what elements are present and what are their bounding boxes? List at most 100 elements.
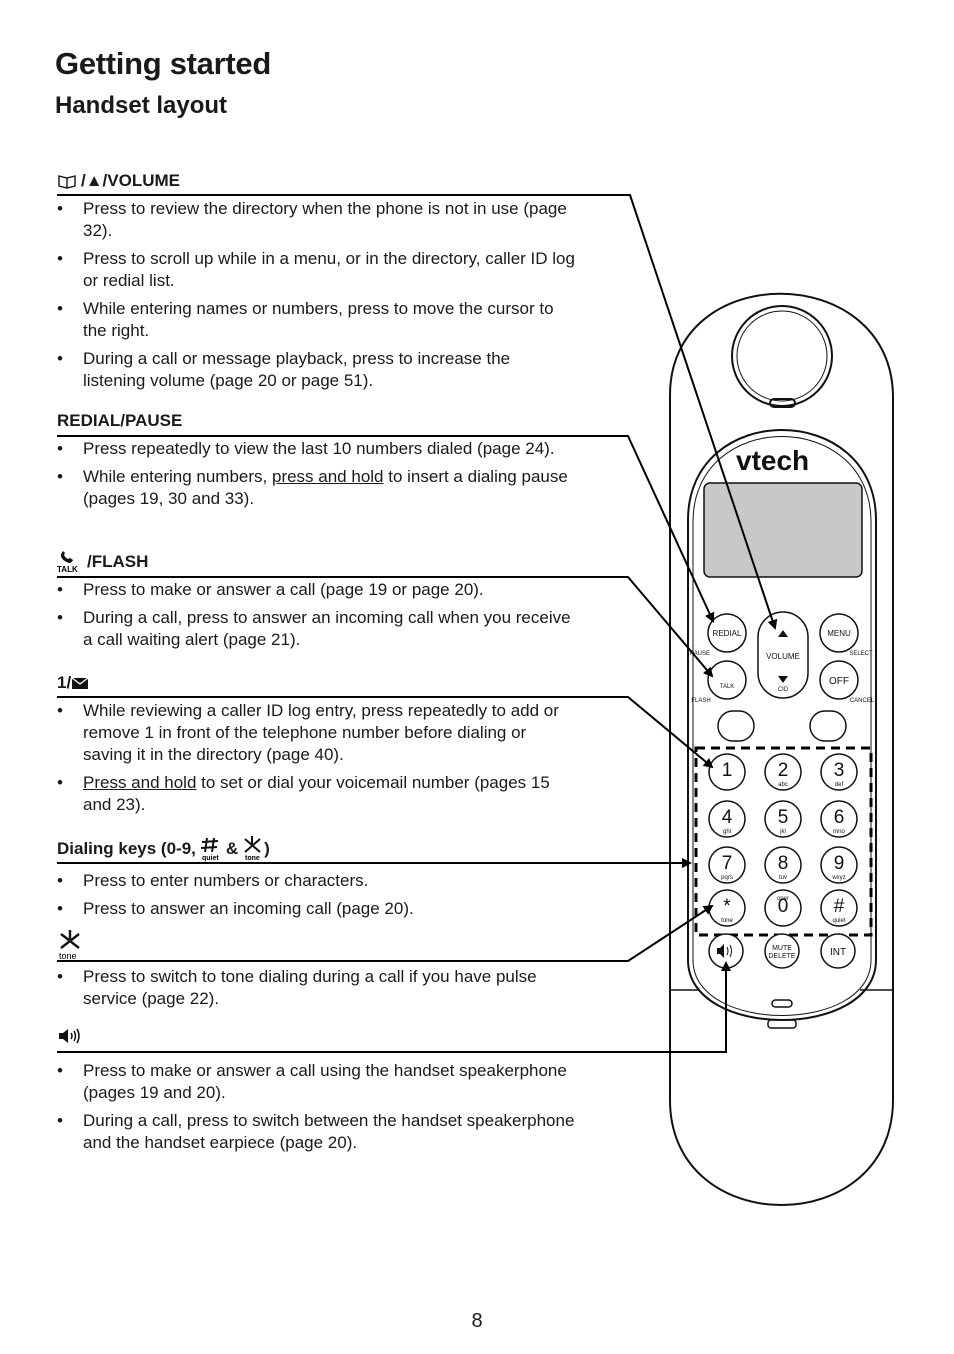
- key-8-letters: tuv: [779, 875, 787, 881]
- up-arrow-icon: [778, 630, 788, 637]
- list-item: During a call, press to switch between t…: [57, 1110, 577, 1154]
- callout-redial: [57, 435, 715, 623]
- talk-key-label: TALK: [720, 684, 735, 690]
- clip-notch: [767, 1019, 797, 1029]
- select-label: SELECT: [849, 651, 873, 657]
- callout-lines: [57, 194, 778, 1053]
- section-flash: TALK /FLASH Press to make or answer a ca…: [57, 551, 577, 657]
- key-pound-letters: quiet: [832, 918, 845, 924]
- key-5-button[interactable]: [764, 800, 802, 838]
- key-7-button[interactable]: [708, 846, 746, 884]
- key-6-letters: mno: [833, 829, 845, 835]
- page-subtitle: Handset layout: [55, 92, 228, 119]
- list-item: Press to make or answer a call using the…: [57, 1060, 577, 1104]
- list-item: Press to make or answer a call (page 19 …: [57, 579, 577, 601]
- cid-key-label: CID: [778, 687, 789, 693]
- callout-talk: [57, 576, 714, 678]
- section-volume-heading-text: /▲/VOLUME: [81, 171, 180, 190]
- down-arrow-icon: [778, 676, 788, 683]
- dial-keys-highlight: [694, 746, 873, 937]
- off-key-label: OFF: [829, 676, 849, 687]
- page-title: Getting started: [55, 46, 271, 81]
- underlined-text: press and hold: [271, 467, 384, 486]
- brand-logo: vtech: [736, 445, 809, 476]
- section-flash-heading: TALK /FLASH: [57, 551, 577, 573]
- list-item: While reviewing a caller ID log entry, p…: [57, 700, 577, 766]
- key-pound-button[interactable]: [820, 889, 858, 927]
- speaker-button[interactable]: [708, 933, 744, 969]
- section-volume: /▲/VOLUME Press to review the directory …: [57, 170, 577, 398]
- key-4-letters: ghi: [723, 829, 731, 835]
- section-voicemail-heading: 1/: [57, 672, 577, 694]
- key-0-button[interactable]: [764, 889, 802, 927]
- section-voicemail-heading-text: 1/: [57, 673, 72, 692]
- talk-button[interactable]: [707, 660, 747, 700]
- cancel-label: CANCEL: [850, 698, 875, 704]
- list-item: While entering names or numbers, press t…: [57, 298, 577, 342]
- dialing-heading-close: ): [264, 839, 270, 858]
- key-3-button[interactable]: [820, 753, 858, 791]
- section-voicemail: 1/ While reviewing a caller ID log entry…: [57, 672, 577, 822]
- key-3-digit: 3: [834, 760, 845, 781]
- section-speaker: Press to make or answer a call using the…: [57, 1026, 577, 1160]
- text-run: to insert a dialing pause (pages 19, 30 …: [83, 467, 568, 508]
- section-redial-heading: REDIAL/PAUSE: [57, 411, 183, 430]
- key-1-digit: 1: [722, 760, 733, 781]
- off-button[interactable]: [819, 660, 859, 700]
- key-0-digit: 0: [778, 896, 789, 917]
- list-item: Press to review the directory when the p…: [57, 198, 577, 242]
- key-3-letters: def: [835, 782, 844, 788]
- dialing-heading-text: Dialing keys (0-9,: [57, 839, 196, 858]
- quiet-label: quiet: [202, 855, 219, 862]
- section-tone: tone Press to switch to tone dialing dur…: [57, 928, 577, 1016]
- text-run: While entering numbers,: [83, 467, 272, 486]
- mute-delete-button[interactable]: [764, 933, 800, 969]
- key-2-button[interactable]: [764, 753, 802, 791]
- redial-button[interactable]: [707, 613, 747, 653]
- section-dialing-keys: Dialing keys (0-9, quiet & tone ) Press …: [57, 834, 577, 926]
- speaker-icon: [59, 1028, 80, 1044]
- int-button[interactable]: [820, 933, 856, 969]
- section-dialing-heading: Dialing keys (0-9, quiet & tone ): [57, 834, 577, 864]
- section-redial: REDIAL/PAUSE Press repeatedly to view th…: [57, 410, 577, 516]
- star-tone-icon: tone: [244, 836, 261, 862]
- int-key-label: INT: [830, 947, 846, 958]
- key-8-button[interactable]: [764, 846, 802, 884]
- key-6-button[interactable]: [820, 800, 858, 838]
- callout-volume: [57, 194, 778, 630]
- mute-key-label: MUTE: [772, 945, 792, 952]
- key-star-letters: tone: [721, 918, 733, 924]
- key-pound-digit: #: [834, 896, 845, 917]
- list-item: Press repeatedly to view the last 10 num…: [57, 438, 577, 460]
- list-item: Press to scroll up while in a menu, or i…: [57, 248, 577, 292]
- speaker-waves-icon: [726, 944, 732, 958]
- volume-key-label: VOLUME: [766, 652, 800, 661]
- speaker-icon: [717, 944, 724, 958]
- volume-cid-button[interactable]: [757, 611, 809, 699]
- key-9-button[interactable]: [820, 846, 858, 884]
- list-item: During a call, press to answer an incomi…: [57, 607, 577, 651]
- callout-speaker: [57, 961, 731, 1053]
- key-9-letters: wxyz: [831, 875, 845, 881]
- list-item: Press and hold to set or dial your voice…: [57, 772, 577, 816]
- key-4-button[interactable]: [708, 800, 746, 838]
- dialing-heading-amp: &: [225, 839, 239, 858]
- list-item: During a call or message playback, press…: [57, 348, 577, 392]
- display-screen: [703, 482, 863, 578]
- text-run: to set or dial your voicemail number (pa…: [83, 773, 550, 814]
- menu-key-label: MENU: [827, 629, 851, 638]
- menu-button[interactable]: [819, 613, 859, 653]
- tone-label: tone: [245, 855, 260, 862]
- left-soft-key[interactable]: [717, 710, 755, 742]
- list-item: While entering numbers, press and hold t…: [57, 466, 577, 510]
- list-item: Press to answer an incoming call (page 2…: [57, 898, 577, 920]
- tone-label: tone: [59, 951, 77, 960]
- redial-key-label: REDIAL: [713, 629, 742, 638]
- key-1-button[interactable]: [708, 753, 746, 791]
- underlined-text: Press and hold: [83, 773, 197, 792]
- voicemail-envelope-icon: [71, 677, 89, 689]
- callout-key-1: [57, 696, 714, 769]
- pause-label: PAUSE: [690, 651, 710, 657]
- section-flash-heading-text: /FLASH: [87, 552, 149, 571]
- right-soft-key[interactable]: [809, 710, 847, 742]
